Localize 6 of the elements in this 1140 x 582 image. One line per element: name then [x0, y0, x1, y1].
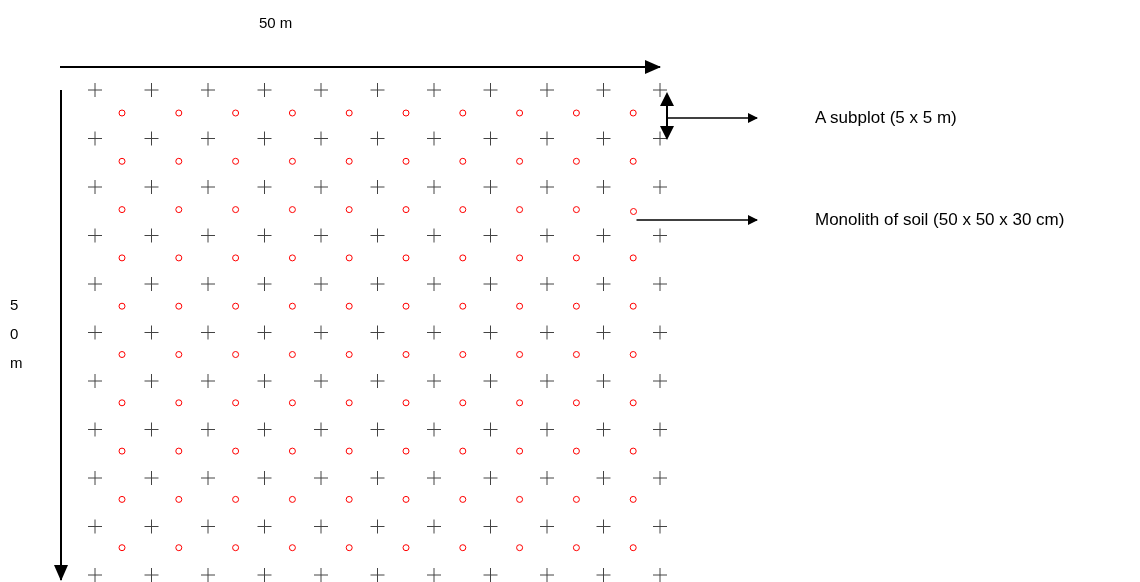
- arrow: [667, 113, 758, 123]
- double-arrow: [660, 92, 674, 140]
- dimension-label: 50 m: [259, 13, 293, 33]
- arrow: [635, 215, 758, 225]
- callout-label: Monolith of soil (50 x 50 x 30 cm): [815, 209, 1065, 232]
- callout-label: A subplot (5 x 5 m): [815, 107, 957, 130]
